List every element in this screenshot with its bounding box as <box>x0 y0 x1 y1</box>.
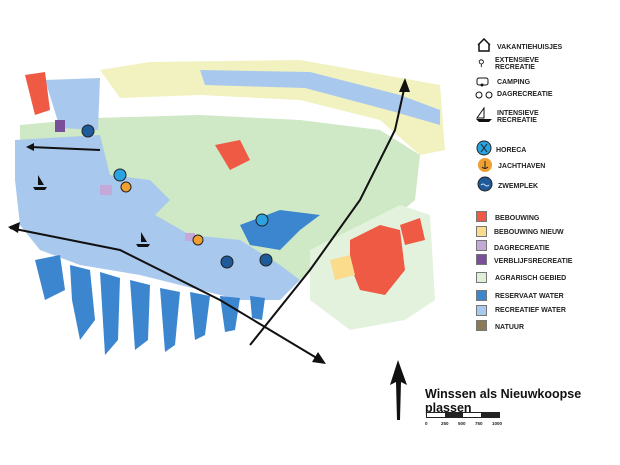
swim-marker <box>220 255 234 269</box>
swatch-dagrecreatie <box>476 240 487 251</box>
day-recreation-area <box>185 233 195 241</box>
scale-tick: 500 <box>458 421 466 426</box>
swim-icon <box>477 176 493 192</box>
horeca-marker <box>113 168 127 182</box>
swatch-verblijfsrecreatie <box>476 254 487 265</box>
north-arrow-icon <box>390 360 407 420</box>
legend-label-vakantiehuisjes: VAKANTIEHUISJES <box>497 44 563 51</box>
legend-label-recreatie-2: RECREATIE <box>497 117 537 124</box>
legend-label-zwemplek: ZWEMPLEK <box>498 183 539 190</box>
legend-label-extensieve: EXTENSIEVE <box>495 57 539 64</box>
roads <box>9 84 406 361</box>
sailboat-icon <box>476 107 492 122</box>
sailboat-icon <box>33 175 150 247</box>
legend-label-natuur: NATUUR <box>495 324 525 331</box>
river <box>200 70 440 125</box>
caravan-icon <box>476 77 489 87</box>
legend-label-reservaat-water: RESERVAAT WATER <box>495 293 564 300</box>
legend-label-dagrecreatie-2: DAGRECREATIE <box>494 245 550 252</box>
legend-label-recreatie: RECREATIE <box>495 64 535 71</box>
anchor-icon <box>478 158 492 172</box>
extensive-recreation-icon: ⚲ <box>478 58 485 68</box>
house-icon <box>477 38 491 52</box>
legend-label-bebouwing-nieuw: BEBOUWING NIEUW <box>494 229 564 236</box>
swim-marker <box>81 124 95 138</box>
legend-label-horeca: HORECA <box>496 147 527 154</box>
legend-label-dagrecreatie: DAGRECREATIE <box>497 91 553 98</box>
map-title: Winssen als Nieuwkoopse plassen <box>425 387 582 415</box>
dike-zone <box>100 60 445 155</box>
new-built-up <box>330 255 355 280</box>
swatch-agrarisch <box>476 272 487 283</box>
scale-bar <box>426 412 500 418</box>
legend-label-jachthaven: JACHTHAVEN <box>498 163 546 170</box>
scale-tick: 750 <box>475 421 483 426</box>
reserve-water <box>35 210 320 355</box>
swatch-natuur <box>476 320 487 331</box>
legend-label-camping: CAMPING <box>497 79 531 86</box>
swatch-reservaat-water <box>476 290 487 301</box>
swatch-bebouwing-nieuw <box>476 226 487 237</box>
legend-label-intensieve: INTENSIEVE <box>497 110 539 117</box>
arrow-heads <box>8 78 410 364</box>
harbor-marker <box>120 181 132 193</box>
bicycle-icon <box>475 91 493 99</box>
horeca-marker <box>255 213 269 227</box>
harbor-marker <box>192 234 204 246</box>
scale-tick: 250 <box>441 421 449 426</box>
legend-label-bebouwing: BEBOUWING <box>495 215 540 222</box>
swim-marker <box>259 253 273 267</box>
holiday-recreation-area <box>55 120 65 132</box>
legend-label-recreatief-water: RECREATIEF WATER <box>495 307 566 314</box>
swatch-bebouwing <box>476 211 487 222</box>
scale-tick: 0 <box>425 421 428 426</box>
scale-tick: 1000 <box>492 421 503 426</box>
horeca-icon <box>476 140 492 156</box>
built-up <box>25 72 425 295</box>
recreational-water-top <box>45 78 100 130</box>
legend-label-verblijfsrecreatie: VERBLIJFSRECREATIE <box>494 258 573 265</box>
day-recreation-area <box>100 185 112 195</box>
swatch-recreatief-water <box>476 305 487 316</box>
legend-label-agrarisch: AGRARISCH GEBIED <box>495 275 567 282</box>
